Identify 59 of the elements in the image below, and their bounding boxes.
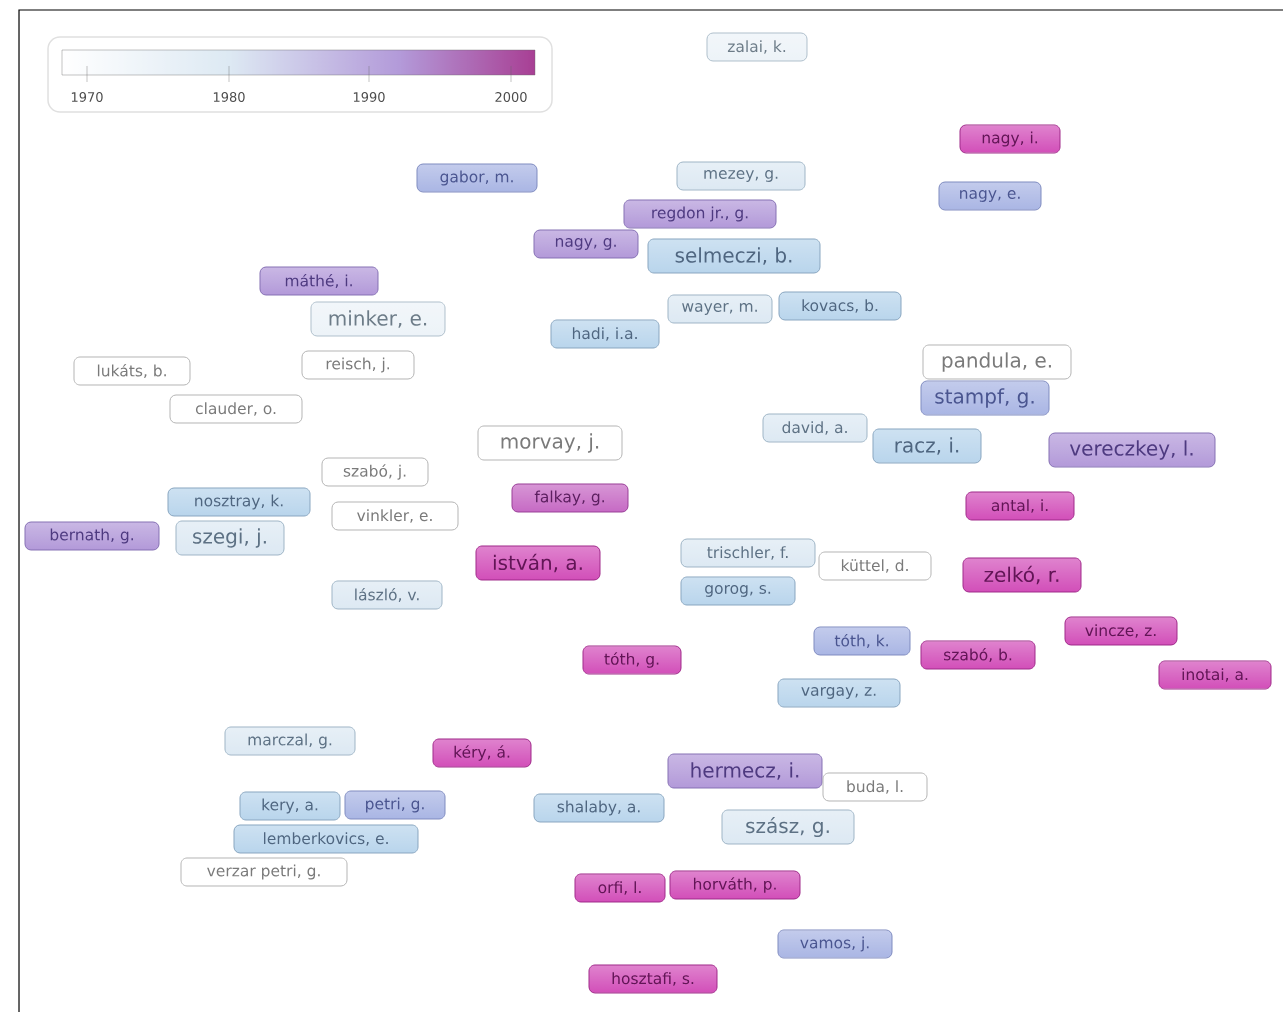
author-label: szegi, j. (175, 520, 285, 556)
author-label: clauder, o. (169, 394, 303, 424)
tick-label: 2000 (495, 92, 527, 102)
author-label: gabor, m. (416, 163, 538, 193)
author-label: zalai, k. (706, 32, 808, 62)
author-label: falkay, g. (511, 483, 629, 513)
author-label: trischler, f. (680, 538, 816, 568)
author-label: tóth, k. (813, 626, 911, 656)
author-label: orfi, l. (574, 873, 666, 903)
author-label: küttel, d. (818, 551, 932, 581)
author-label: kery, a. (239, 791, 341, 821)
author-label: selmeczi, b. (647, 238, 821, 274)
author-label: vamos, j. (777, 929, 893, 959)
author-label: zelkó, r. (962, 557, 1082, 593)
author-label: verzar petri, g. (180, 857, 348, 887)
author-label: pandula, e. (922, 344, 1072, 380)
author-label: szász, g. (721, 809, 855, 845)
author-label: vincze, z. (1064, 616, 1178, 646)
author-label: szabó, b. (920, 640, 1036, 670)
tick-label: 1980 (213, 92, 245, 102)
tick-label: 1970 (71, 92, 103, 102)
author-label: regdon jr., g. (623, 199, 777, 229)
author-label: nagy, g. (533, 229, 639, 259)
author-label: nagy, e. (938, 181, 1042, 211)
author-label: nagy, i. (959, 124, 1061, 154)
author-label: hosztafi, s. (588, 964, 718, 994)
author-label: hadi, i.a. (550, 319, 660, 349)
author-label: horváth, p. (669, 870, 801, 900)
author-label: máthé, i. (259, 266, 379, 296)
author-label: shalaby, a. (533, 793, 665, 823)
author-label: gorog, s. (680, 576, 796, 606)
author-label: stampf, g. (920, 380, 1050, 416)
author-label: antal, i. (965, 491, 1075, 521)
author-label: inotai, a. (1158, 660, 1272, 690)
author-label: lukáts, b. (73, 356, 191, 386)
author-label: nosztray, k. (167, 487, 311, 517)
author-label: minker, e. (310, 301, 446, 337)
author-label: petri, g. (344, 790, 446, 820)
author-label: david, a. (762, 413, 868, 443)
author-label: reisch, j. (301, 350, 415, 380)
author-label: buda, l. (822, 772, 928, 802)
author-label: istván, a. (475, 545, 601, 581)
author-label: lászló, v. (331, 580, 443, 610)
author-label: mezey, g. (676, 161, 806, 191)
author-label: racz, i. (872, 428, 982, 464)
author-label: kovacs, b. (778, 291, 902, 321)
author-label: vinkler, e. (331, 501, 459, 531)
author-label: tóth, g. (582, 645, 682, 675)
author-label: vargay, z. (777, 678, 901, 708)
tick-label: 1990 (353, 92, 385, 102)
author-label: szabó, j. (321, 457, 429, 487)
author-label: morvay, j. (477, 425, 623, 461)
author-label: kéry, á. (432, 738, 532, 768)
author-label: wayer, m. (667, 294, 773, 324)
author-label: hermecz, i. (667, 753, 823, 789)
author-label: marczal, g. (224, 726, 356, 756)
author-label: bernath, g. (24, 521, 160, 551)
author-label: vereczkey, l. (1048, 432, 1216, 468)
author-label: lemberkovics, e. (233, 824, 419, 854)
